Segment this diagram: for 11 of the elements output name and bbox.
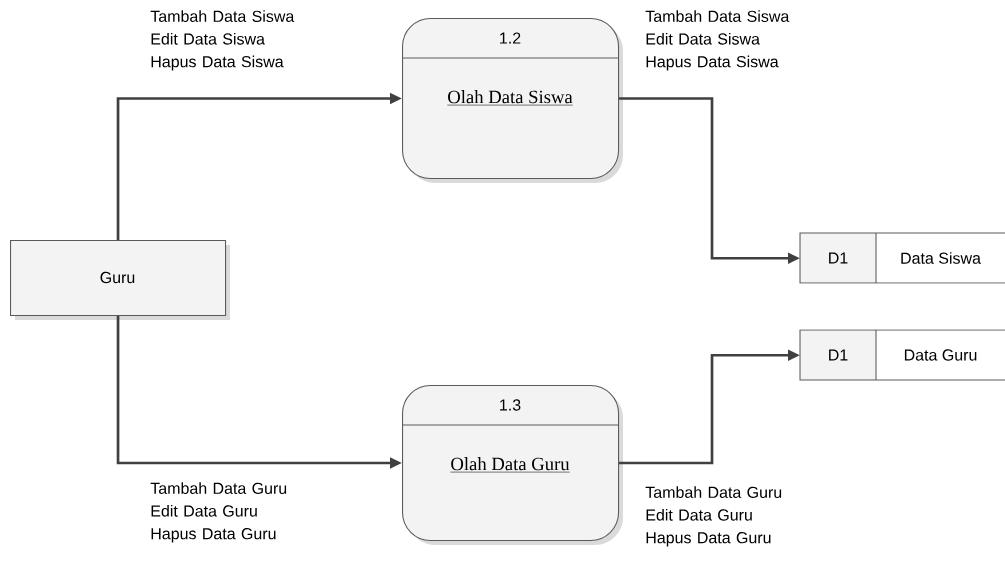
node-label: Data Guru (904, 349, 977, 361)
process-box: 1.2 Olah Data Siswa (401, 18, 623, 183)
data-store: D1 Data Guru (799, 329, 1005, 381)
process-box: 1.3 Olah Data Guru (401, 385, 623, 545)
edge-label: Tambah Data Guru Edit Data Guru Hapus Data Guru (150, 482, 287, 543)
entity-box: Guru (10, 240, 230, 320)
data-store: D1 Data Siswa (799, 232, 1005, 284)
node-label: Data Siswa (901, 252, 981, 264)
edge-label: Tambah Data Siswa Edit Data Siswa Hapus Data Siswa (150, 10, 295, 71)
edge-label: Tambah Data Siswa Edit Data Siswa Hapus Data Siswa (645, 10, 790, 71)
edge-label: Tambah Data Guru Edit Data Guru Hapus Data Guru (645, 486, 782, 547)
